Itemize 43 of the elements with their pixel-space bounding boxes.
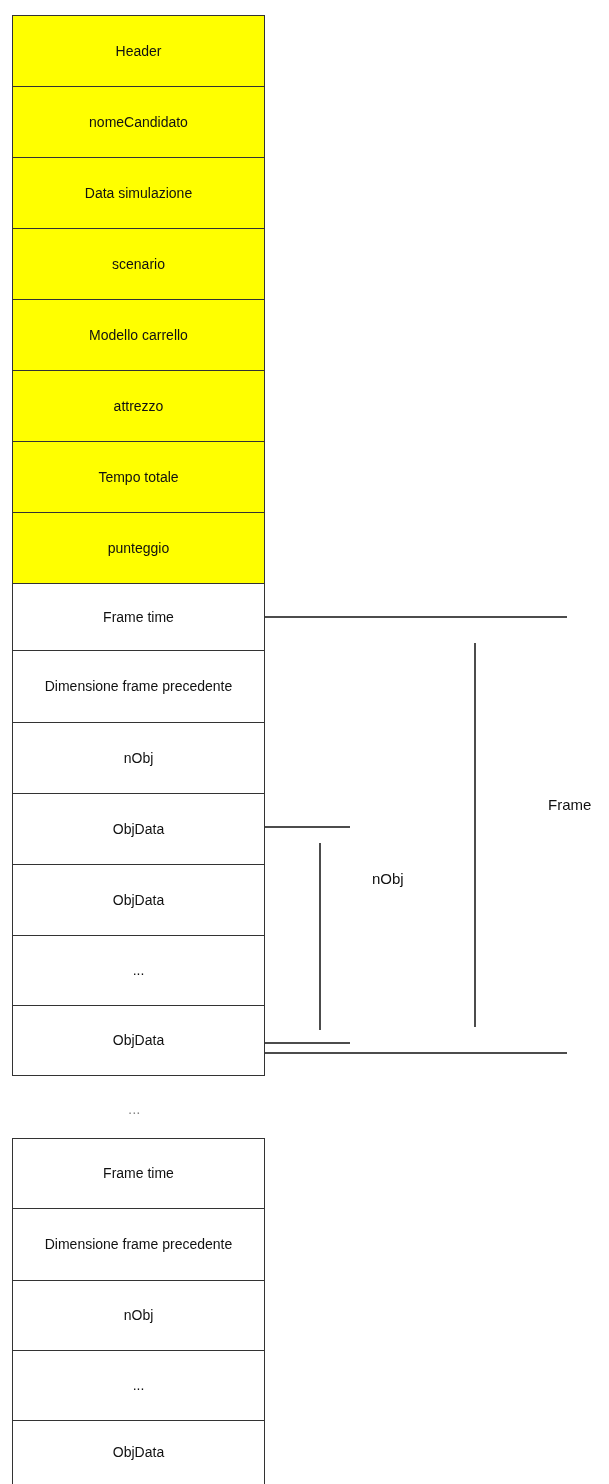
field-box	[12, 722, 265, 794]
field-name: punteggio	[106, 538, 171, 558]
field-box	[12, 1208, 265, 1281]
field-box	[12, 793, 265, 865]
field-box	[12, 86, 265, 158]
field-name: ObjData	[111, 1443, 166, 1462]
field-name: Modello carrello	[88, 325, 189, 345]
field-box	[12, 512, 265, 584]
field-box	[12, 157, 265, 229]
field-box	[12, 1005, 265, 1076]
field-box	[12, 1350, 265, 1421]
field-name: ObjData	[111, 819, 166, 839]
bracket-label: Frame	[548, 796, 592, 813]
field-name: scenario	[111, 254, 166, 274]
field-box	[12, 228, 265, 300]
field-box	[12, 299, 265, 371]
field-box	[12, 583, 265, 651]
field-box	[12, 15, 265, 87]
field-name: Frame time	[102, 1164, 175, 1183]
field-name: ObjData	[111, 1031, 166, 1050]
field-name: ...	[131, 961, 146, 980]
field-name: Dimensione frame precedente	[43, 677, 234, 696]
field-name: Tempo totale	[97, 467, 180, 487]
field-name: nObj	[122, 748, 155, 768]
field-name: nObj	[122, 1306, 155, 1325]
field-box	[12, 1138, 265, 1209]
field-name: Dimensione frame precedente	[43, 1235, 234, 1254]
field-name: Header	[114, 41, 163, 61]
field-box	[12, 935, 265, 1006]
field-box	[12, 441, 265, 513]
field-name: Data simulazione	[83, 183, 194, 203]
field-box	[12, 1420, 265, 1484]
bracket-label: nObj	[372, 870, 404, 887]
field-name: ObjData	[111, 890, 166, 910]
field-box	[12, 864, 265, 936]
field-box	[12, 370, 265, 442]
field-box	[12, 650, 265, 723]
field-name: Frame time	[102, 607, 175, 627]
field-name: nomeCandidato	[88, 112, 189, 132]
field-name: attrezzo	[112, 396, 165, 416]
field-name: ...	[131, 1376, 146, 1395]
field-box	[12, 1280, 265, 1351]
ellipsis-text: ...	[128, 1100, 141, 1117]
